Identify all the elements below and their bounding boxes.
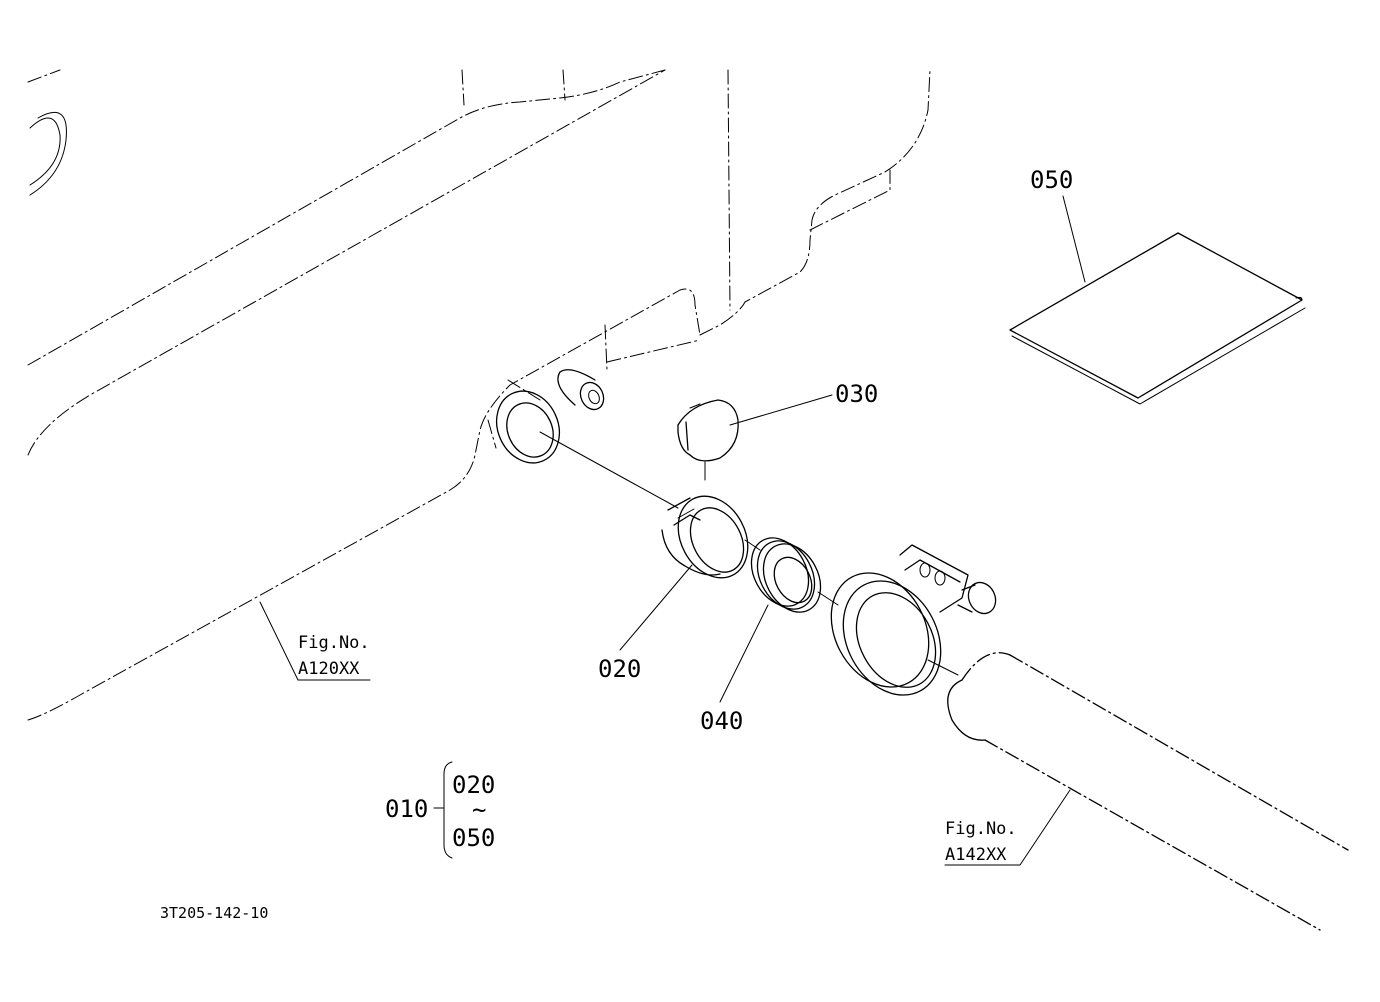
callout-020: 020: [598, 655, 641, 683]
callout-050: 050: [1030, 166, 1073, 194]
callout-010: 010: [385, 795, 428, 823]
drawing-id: 3T205-142-10: [160, 904, 268, 922]
fig-ref-right-label: Fig.No.: [945, 819, 1017, 839]
part-050-sheet: [1009, 232, 1306, 405]
part-030-cap: [677, 399, 739, 462]
range-end: 050: [452, 824, 495, 852]
hose-clamp: [830, 544, 997, 696]
assembly-range: 010 020 ~ 050: [385, 761, 495, 859]
hose: [947, 652, 1349, 931]
callout-040: 040: [700, 707, 743, 735]
housing-bore: [487, 390, 561, 464]
assembly-axis: [539, 431, 959, 676]
range-tilde: ~: [472, 796, 486, 824]
fig-ref-right-code: A142XX: [945, 845, 1007, 865]
callout-030: 030: [835, 380, 878, 408]
part-020-collar: [661, 495, 749, 579]
leader-lines: [259, 195, 1086, 866]
range-start: 020: [452, 771, 495, 799]
housing-outline: [27, 69, 931, 721]
fig-ref-left-code: A120XX: [298, 659, 360, 679]
part-040-ring: [750, 537, 822, 613]
housing-pin: [557, 369, 605, 411]
fig-ref-left-label: Fig.No.: [298, 633, 370, 653]
